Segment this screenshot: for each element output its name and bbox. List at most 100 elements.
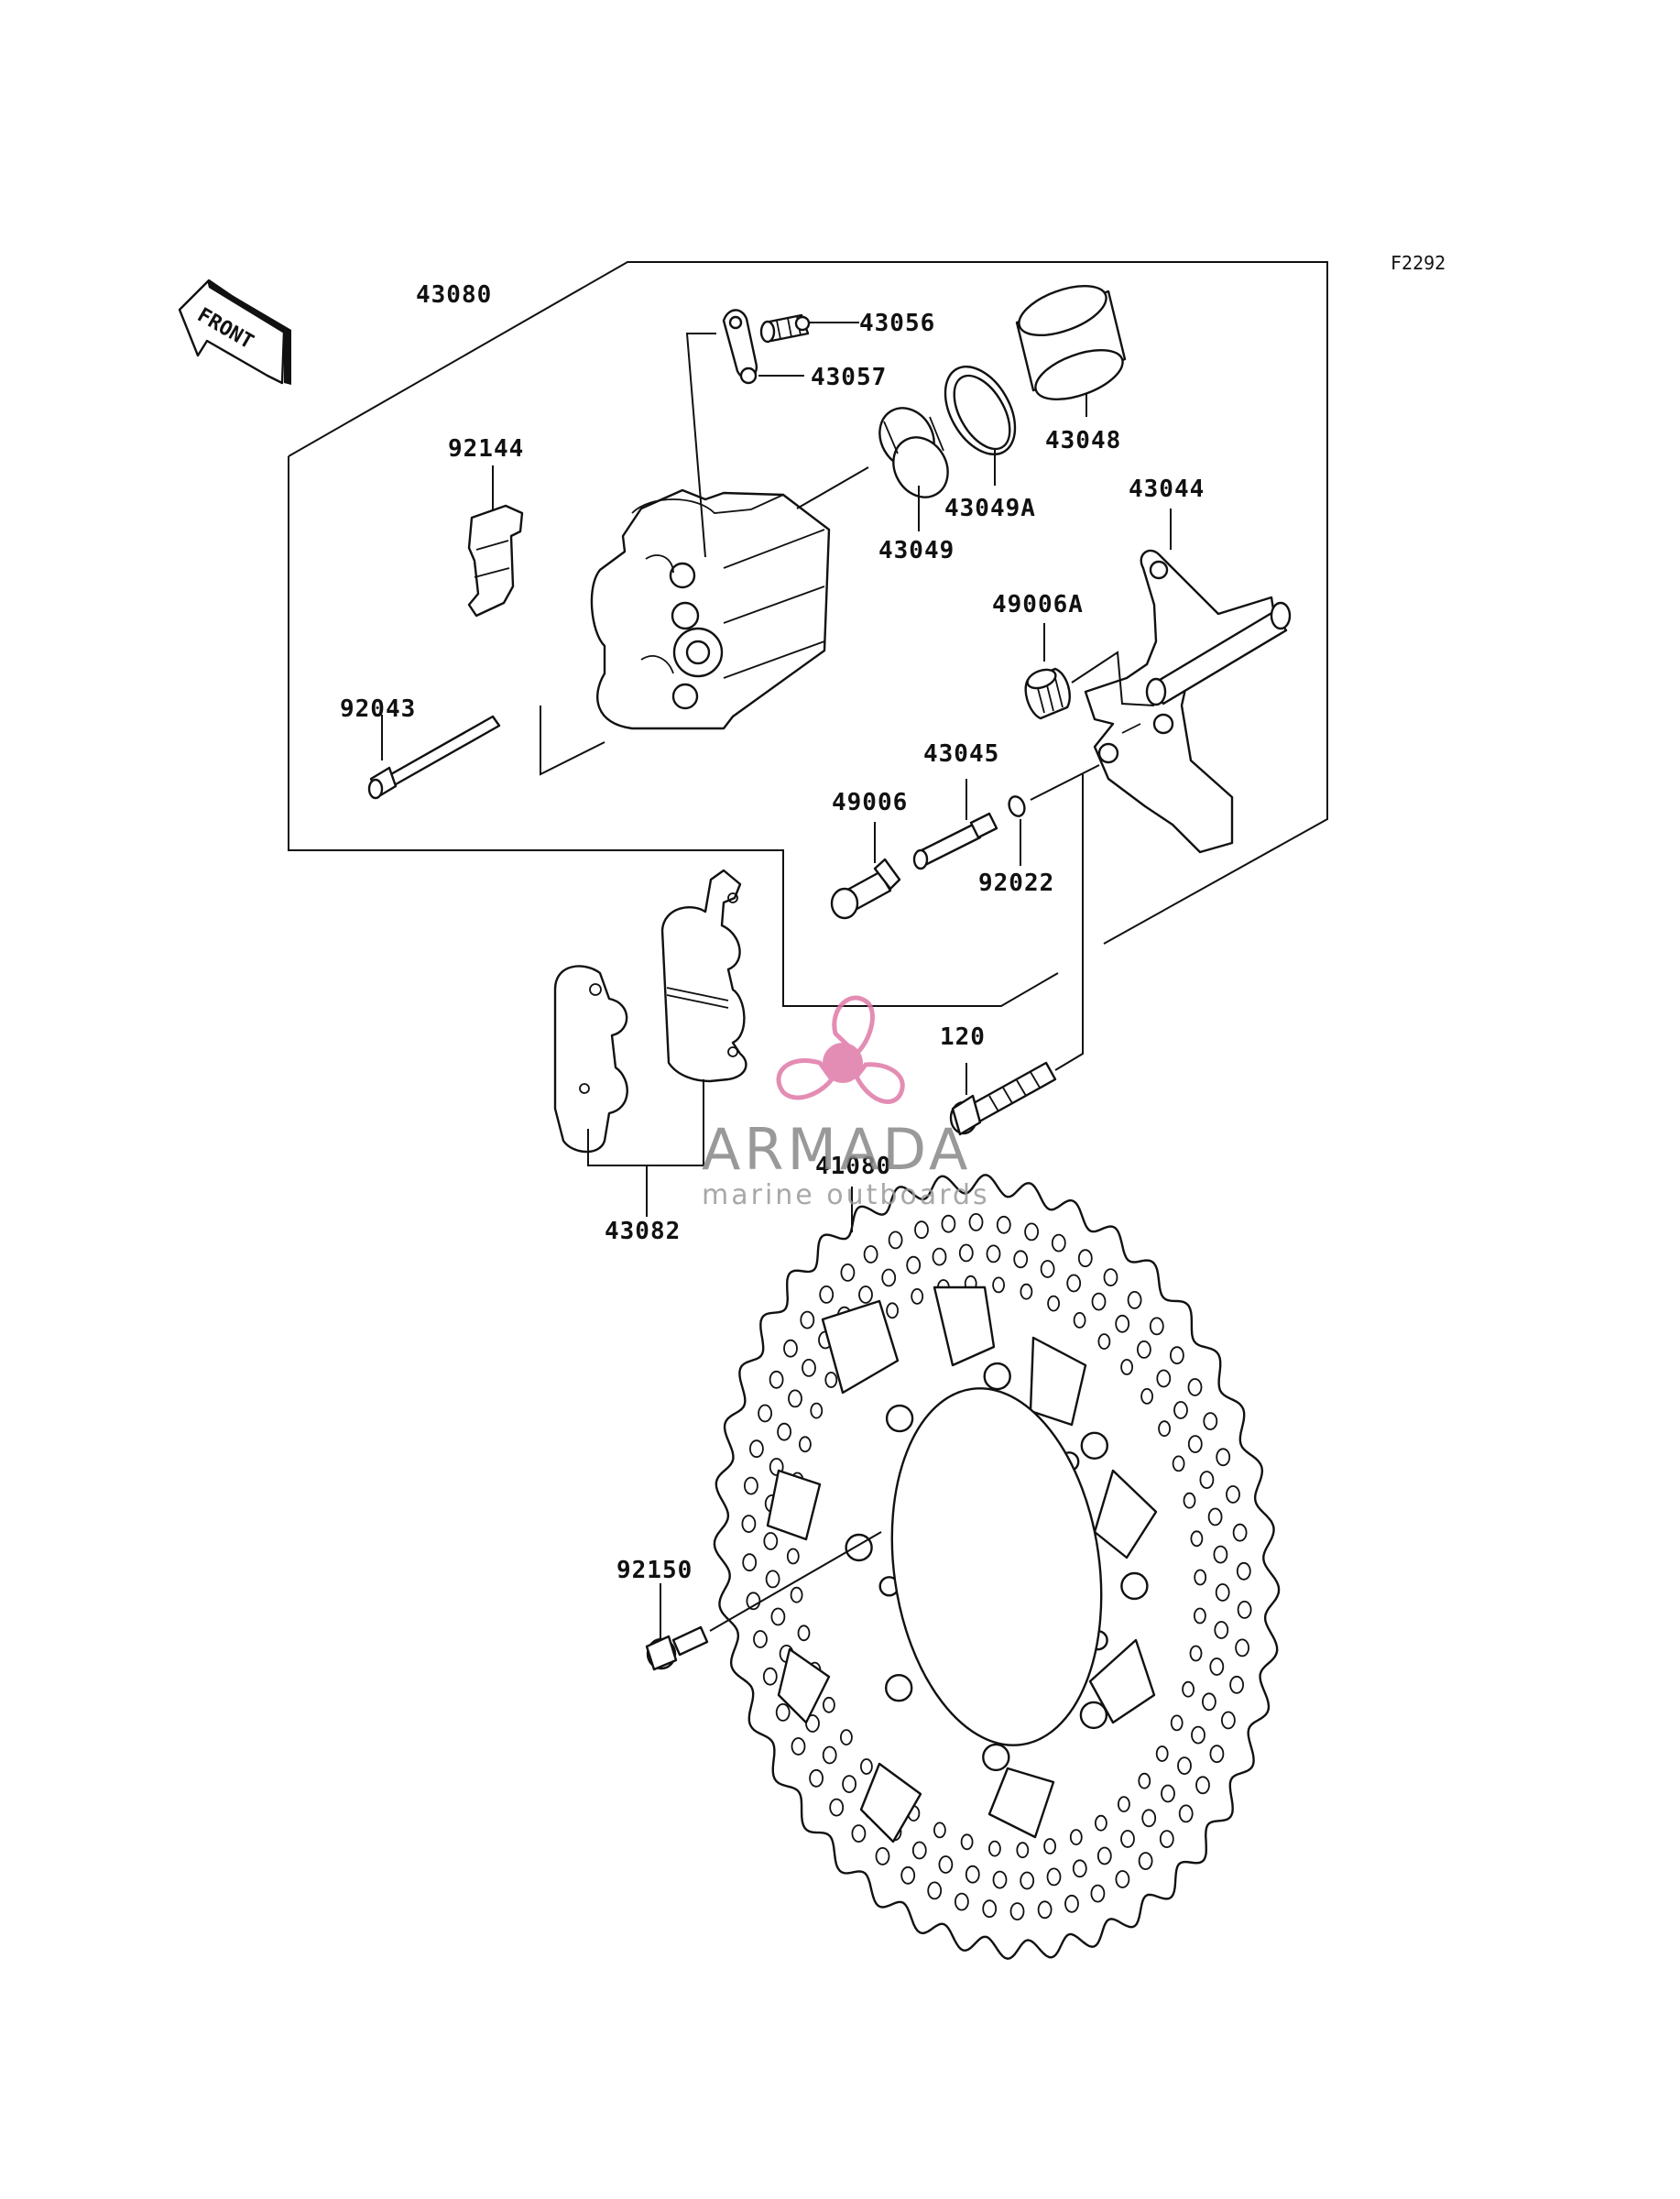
label-43045: 43045 bbox=[923, 740, 999, 768]
disc-vent-hole bbox=[1091, 1292, 1107, 1311]
bracket-pin bbox=[912, 812, 998, 870]
disc-vent-hole bbox=[1066, 1274, 1082, 1293]
disc-vent-hole bbox=[1118, 1796, 1130, 1812]
label-43082: 43082 bbox=[605, 1218, 681, 1245]
disc-vent-hole bbox=[1214, 1621, 1229, 1639]
disc-vent-hole bbox=[988, 1840, 1001, 1857]
disc-vent-hole bbox=[788, 1389, 802, 1408]
disc-vent-hole bbox=[860, 1758, 873, 1775]
label-43048: 43048 bbox=[1045, 427, 1121, 454]
label-43049A: 43049A bbox=[944, 495, 1036, 522]
disc-vent-hole bbox=[762, 1667, 778, 1686]
disc-vent-hole bbox=[840, 1264, 856, 1282]
disc-vent-hole bbox=[1040, 1260, 1055, 1278]
disc-vent-hole bbox=[1141, 1809, 1157, 1828]
disc-vent-hole bbox=[769, 1458, 784, 1476]
label-43080: 43080 bbox=[416, 281, 492, 309]
disc-vent-hole bbox=[1037, 1900, 1053, 1920]
disc-vent-hole bbox=[906, 1255, 922, 1275]
disc-vent-hole bbox=[746, 1592, 761, 1611]
disc-vent-hole bbox=[1013, 1250, 1029, 1269]
disc-vent-hole bbox=[1138, 1852, 1153, 1870]
disc-mount-hole bbox=[885, 1404, 914, 1433]
disc-vent-hole bbox=[886, 1302, 899, 1319]
disc-vent-hole bbox=[1020, 1871, 1035, 1890]
disc-vent-hole bbox=[769, 1370, 784, 1389]
disc-vent-hole bbox=[783, 1339, 798, 1358]
disc-mount-hole bbox=[1080, 1431, 1109, 1461]
disc-vent-hole bbox=[1194, 1569, 1207, 1586]
disc-vent-hole bbox=[996, 1215, 1011, 1234]
disc-vent-hole bbox=[1016, 1842, 1030, 1859]
disc-vent-hole bbox=[1115, 1870, 1130, 1888]
disc-vent-hole bbox=[851, 1824, 867, 1843]
disc-vent-hole bbox=[1182, 1680, 1195, 1698]
piston-seal bbox=[878, 407, 949, 498]
disc-vent-hole bbox=[1095, 1814, 1107, 1832]
disc-vent-hole bbox=[992, 1870, 1008, 1889]
watermark: ARMADA marine outboards bbox=[702, 995, 987, 1211]
disc-vent-hole bbox=[1207, 1507, 1223, 1526]
disc-vent-hole bbox=[1183, 1492, 1196, 1509]
propeller-logo-icon bbox=[776, 995, 905, 1104]
disc-vent-hole bbox=[955, 1892, 969, 1911]
disc-vent-hole bbox=[1077, 1249, 1093, 1268]
watermark-brand: ARMADA bbox=[702, 1116, 971, 1183]
disc-vent-hole bbox=[914, 1220, 929, 1240]
disc-vent-hole bbox=[858, 1285, 873, 1304]
disc-vent-hole bbox=[775, 1703, 791, 1722]
label-41080: 41080 bbox=[815, 1153, 891, 1180]
bleed-cap bbox=[722, 309, 758, 385]
disc-vent-hole bbox=[932, 1247, 947, 1266]
disc-vent-hole bbox=[786, 1548, 800, 1565]
disc-vent-hole bbox=[819, 1285, 835, 1304]
disc-vent-hole bbox=[982, 1899, 998, 1919]
disc-vent-hole bbox=[1221, 1711, 1236, 1730]
disc-vent-hole bbox=[1047, 1295, 1060, 1312]
disc-mount-hole bbox=[1079, 1701, 1108, 1730]
disc-vent-hole bbox=[1172, 1455, 1185, 1472]
disc-vent-hole bbox=[1120, 1830, 1135, 1848]
disc-vent-hole bbox=[1115, 1314, 1130, 1333]
label-92022: 92022 bbox=[978, 870, 1054, 897]
diagram-code: F2292 bbox=[1391, 252, 1445, 274]
disc-vent-hole bbox=[1138, 1772, 1151, 1789]
label-43057: 43057 bbox=[811, 364, 887, 391]
disc-vent-hole bbox=[900, 1865, 916, 1885]
disc-vent-hole bbox=[1020, 1283, 1033, 1300]
label-120: 120 bbox=[940, 1023, 986, 1051]
disc-vent-hole bbox=[1194, 1607, 1206, 1625]
disc-vent-hole bbox=[1189, 1645, 1203, 1662]
disc-vent-hole bbox=[1096, 1846, 1112, 1865]
disc-vent-hole bbox=[1173, 1401, 1188, 1419]
disc-vent-hole bbox=[1155, 1745, 1169, 1762]
disc-vent-hole bbox=[863, 1245, 878, 1264]
disc-vent-hole bbox=[1202, 1692, 1216, 1712]
disc-vent-hole bbox=[829, 1798, 845, 1817]
disc-vent-hole bbox=[1195, 1776, 1210, 1795]
disc-mount-hole bbox=[885, 1673, 913, 1702]
disc-vent-hole bbox=[741, 1515, 757, 1533]
disc-vent-hole bbox=[1137, 1340, 1151, 1359]
disc-vent-hole bbox=[1046, 1867, 1062, 1887]
disc-vent-hole bbox=[1090, 1884, 1106, 1903]
disc-vent-hole bbox=[1237, 1601, 1252, 1619]
disc-vent-hole bbox=[1203, 1412, 1218, 1430]
disc-vent-hole bbox=[911, 1288, 924, 1305]
label-92144: 92144 bbox=[448, 435, 524, 463]
caliper-bracket bbox=[1084, 549, 1292, 854]
disc-vent-hole bbox=[911, 1841, 927, 1860]
disc-vent-hole bbox=[1190, 1530, 1204, 1548]
disc-vent-hole bbox=[758, 1404, 772, 1423]
caliper-body bbox=[590, 488, 831, 730]
disc-vent-hole bbox=[1024, 1222, 1039, 1242]
label-43049: 43049 bbox=[878, 537, 955, 564]
label-92043: 92043 bbox=[340, 695, 416, 723]
disc-vent-hole bbox=[753, 1630, 768, 1648]
brake-disc bbox=[713, 1174, 1281, 1960]
disc-vent-hole bbox=[1226, 1485, 1240, 1504]
disc-vent-hole bbox=[1140, 1388, 1153, 1405]
disc-vent-hole bbox=[1209, 1657, 1225, 1676]
disc-vent-hole bbox=[749, 1439, 764, 1459]
